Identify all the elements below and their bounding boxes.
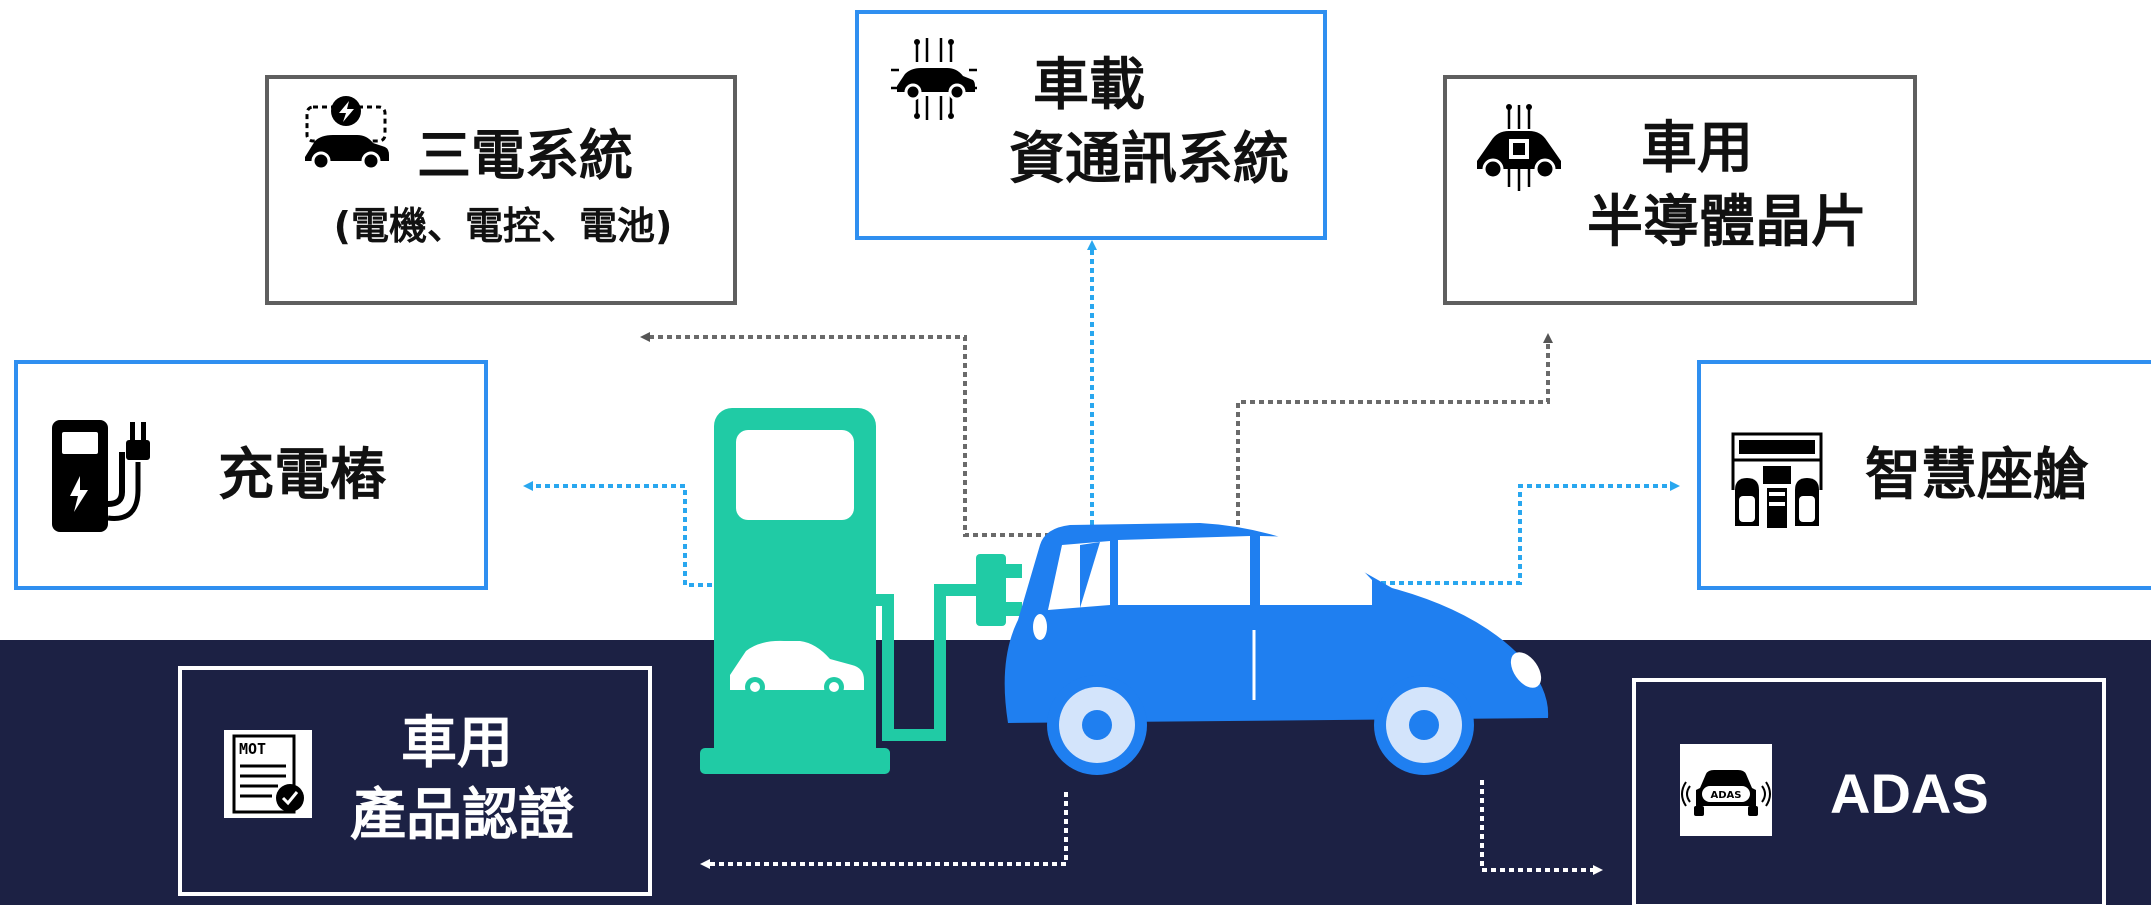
three-electric-title: 三電系統 [417,124,633,187]
arrow-to-charger [523,481,712,587]
car-chip-icon [1477,104,1561,191]
charging-pile-title: 充電樁 [218,443,386,508]
adas-icon-text: ADAS [1711,790,1742,801]
arrow-to-certification [700,792,1068,869]
adas-title: ADAS [1830,762,1989,825]
adas-car-icon: ADAS [1680,744,1772,836]
electric-car-icon [305,96,389,171]
arrow-to-smart-cockpit [1372,481,1680,585]
semiconductor-title: 車用 [1641,116,1753,181]
arrow-to-adas [1480,780,1603,875]
charging-station-illustration [700,408,1022,774]
car-circuit-icon [891,38,977,120]
cockpit-icon [1731,432,1823,528]
certificate-badge-text: MOT [239,740,266,758]
electric-car-illustration [1004,523,1549,775]
arrow-to-three-electric [640,332,1050,537]
infotainment-title: 車載 [1033,53,1145,118]
certification-subtitle: 產品認證 [350,783,574,848]
semiconductor-chip-box: 車用 半導體晶片 [1443,75,1917,305]
charging-station-icon [52,420,150,532]
certification-title: 車用 [401,711,513,776]
charging-pile-box: 充電樁 [14,360,488,590]
smart-cockpit-title: 智慧座艙 [1865,443,2089,508]
arrow-to-semiconductor [1236,333,1553,525]
certificate-icon: MOT [224,730,312,818]
three-electric-subtitle: (電機、電控、電池) [333,204,673,248]
infotainment-system-box: 車載 資通訊系統 [855,10,1327,240]
adas-box: ADAS ADAS [1632,678,2106,908]
semiconductor-subtitle: 半導體晶片 [1587,190,1867,255]
infotainment-subtitle: 資通訊系統 [1009,127,1289,192]
smart-cockpit-box: 智慧座艙 [1697,360,2151,590]
three-electric-system-box: 三電系統 (電機、電控、電池) [265,75,737,305]
product-certification-box: MOT 車用 產品認證 [178,666,652,896]
